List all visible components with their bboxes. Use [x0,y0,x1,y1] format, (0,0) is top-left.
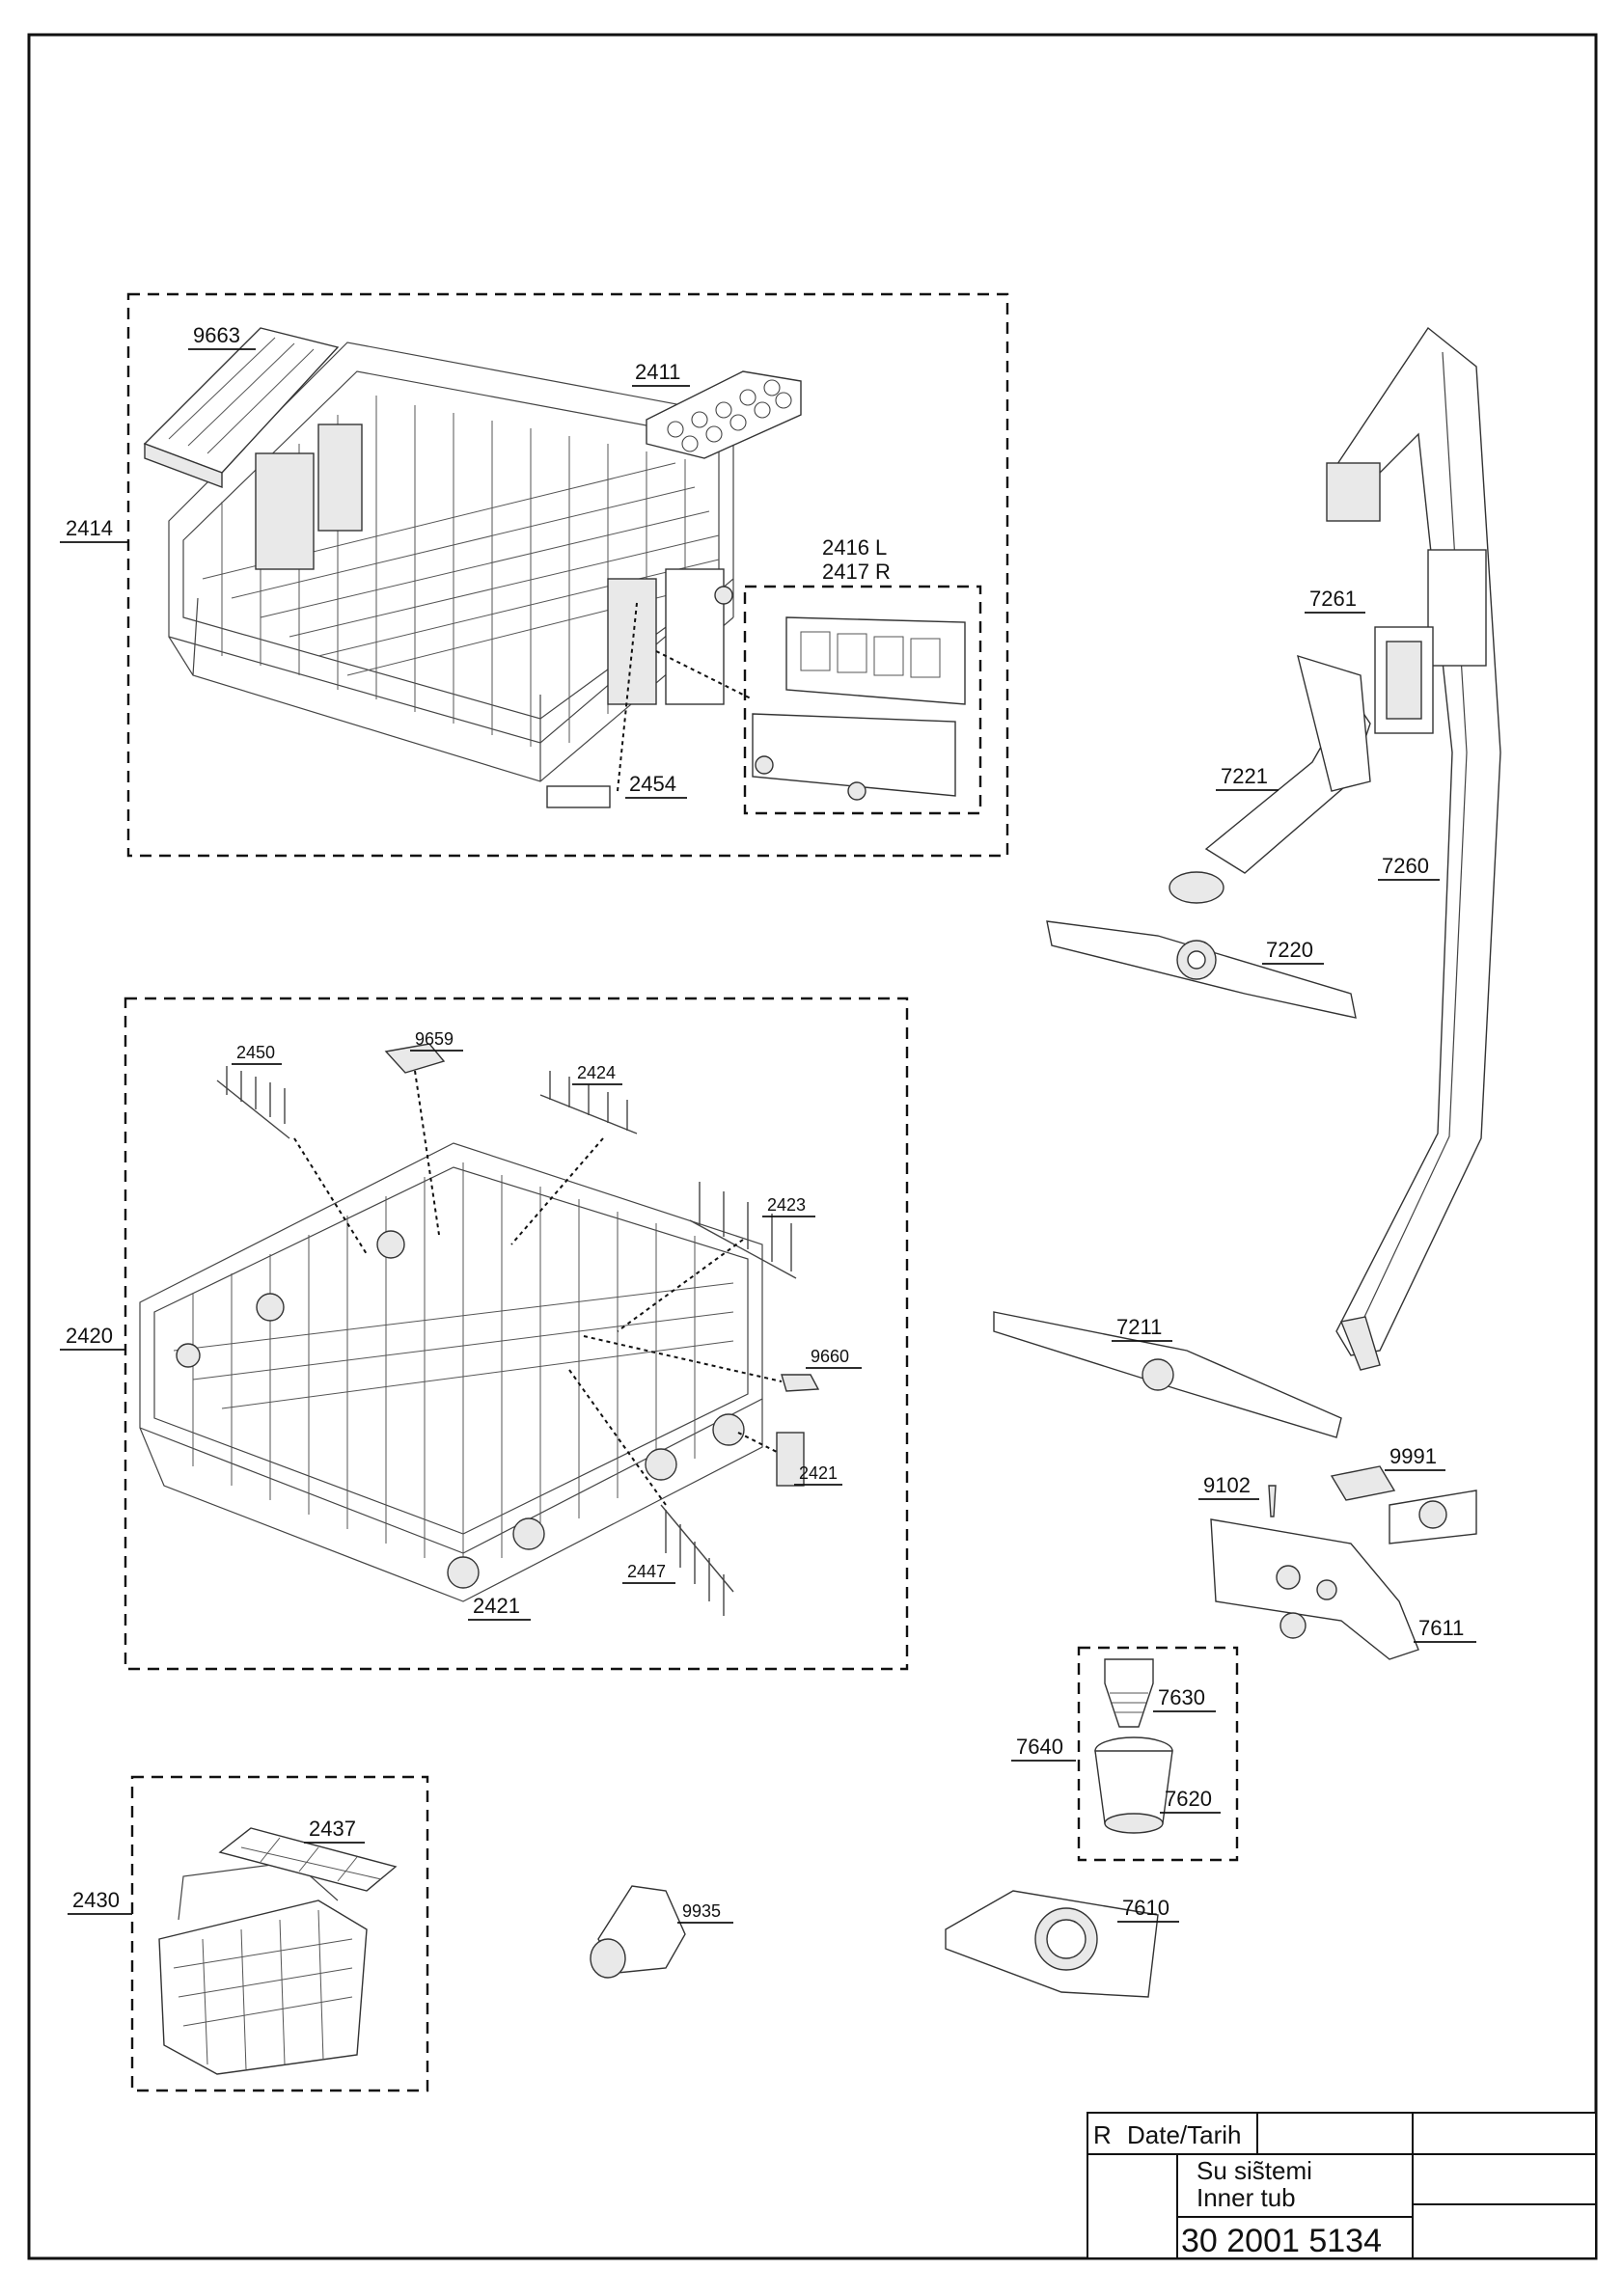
part-2421-clip [776,1432,805,1487]
label-9663: 9663 [193,323,240,347]
part-9102-screw [1268,1485,1277,1517]
part-7620-filter-cup [1094,1736,1173,1834]
part-7211-spray-arm [993,1311,1342,1438]
label-2421-wheel: 2421 [473,1594,520,1618]
filter-group-frame [1077,1646,1239,1862]
part-9660-pin [781,1374,820,1392]
label-2421-clip: 2421 [799,1463,838,1483]
label-9102: 9102 [1203,1473,1251,1497]
part-2437-cutlery-lid [218,1827,398,1892]
label-2437: 2437 [309,1817,356,1841]
upper-basket-group-frame [126,292,1009,858]
part-7261-bracket [1374,626,1434,734]
label-2423: 2423 [767,1195,806,1215]
label-7610: 7610 [1122,1896,1169,1920]
part-9935-cap [590,1885,686,1979]
part-7611-sump-cover [1210,1518,1419,1660]
label-7620: 7620 [1165,1787,1212,1811]
part-7610-filter-plate [945,1890,1159,1998]
title-block: R Date/Tarih Su sis̃temi Inner tub 30 20… [1087,2112,1597,2259]
label-7220: 7220 [1266,938,1313,962]
label-2417: 2417 R [822,560,891,584]
leader-2454 [617,602,638,792]
lower-leaders [293,1070,783,1506]
label-7221: 7221 [1221,764,1268,788]
label-9660: 9660 [811,1347,849,1366]
label-7611: 7611 [1418,1616,1464,1640]
label-2450: 2450 [236,1043,275,1062]
label-9991: 9991 [1389,1444,1437,1468]
label-2420: 2420 [66,1324,113,1348]
label-2424: 2424 [577,1063,616,1082]
part-2447-tines [660,1504,734,1616]
label-7261: 7261 [1309,587,1357,611]
leader-rail [655,650,754,700]
lower-basket-drawing [139,1142,763,1602]
label-2416: 2416 L [822,535,887,560]
lower-basket-group-frame [124,997,909,1671]
label-2454: 2454 [629,772,676,796]
part-7220-spray-arm [1046,920,1357,1019]
label-7630: 7630 [1158,1685,1205,1709]
part-9663-holder [143,327,340,489]
part-7221-feed-pipe [1169,654,1371,904]
sheet-border [27,33,1598,2260]
part-2430-cutlery-basket [158,1861,368,2075]
label-2414: 2414 [66,516,113,540]
title-block-rev: R [1093,2120,1112,2149]
label-2447: 2447 [627,1562,666,1581]
title-block-drawing-no: 30 2001 5134 [1181,2223,1382,2259]
part-7630-fine-filter [1104,1658,1154,1728]
title-block-date-label: Date/Tarih [1127,2120,1242,2149]
label-2411: 2411 [635,360,680,384]
part-2424-tines [539,1071,638,1134]
part-labels: 9663 2411 2414 2416 L 2417 R 2454 7261 7… [60,323,1476,1924]
label-9659: 9659 [415,1029,454,1049]
rail-subgroup-frame [743,585,982,815]
label-7640: 7640 [1016,1735,1063,1759]
cutlery-group-frame [130,1775,429,2092]
part-7260-riser-pipe [1326,326,1501,1371]
upper-basket-drawing [168,342,734,782]
title-block-title-en: Inner tub [1197,2183,1296,2212]
label-7211: 7211 [1116,1315,1162,1339]
part-2423-tines [689,1182,797,1279]
part-2416-2417-rails [752,616,966,801]
part-2411-net [646,370,802,459]
label-7260: 7260 [1382,854,1429,878]
title-block-title-tr: Su sis̃temi [1197,2156,1312,2185]
part-2450-tines [216,1066,290,1139]
label-2430: 2430 [72,1888,120,1912]
part-9991-arm-hub [1330,1465,1477,1544]
label-9935: 9935 [682,1901,721,1921]
part-2454-clip [546,785,611,808]
